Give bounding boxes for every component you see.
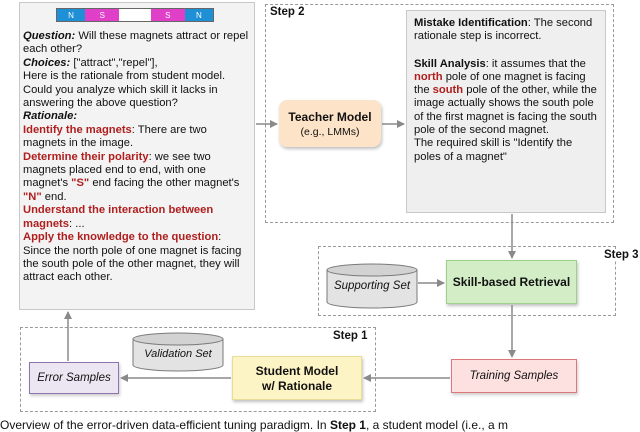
rationale-step-2-head: Determine their polarity — [23, 150, 149, 163]
magnet-2-north: N — [184, 9, 213, 21]
rationale-step-3-text: : ... — [69, 217, 85, 230]
step1-label: Step 1 — [333, 330, 368, 342]
choices-text: ["attract","repel"], — [70, 56, 158, 69]
supporting-set-cylinder — [326, 263, 418, 309]
question-text-block: Question: Will these magnets attract or … — [23, 30, 249, 284]
question-label: Question: — [23, 30, 76, 42]
student-model-node: Student Model w/ Rationale — [232, 356, 362, 400]
skill-analysis: Skill Analysis: it assumes that the nort… — [414, 57, 597, 137]
teacher-model-title: Teacher Model — [288, 109, 372, 124]
choices-label: Choices: — [23, 56, 71, 69]
north-word: north — [414, 70, 443, 83]
required-skill: The required skill is "Identify the pole… — [414, 137, 573, 163]
step3-region — [318, 246, 616, 316]
rationale-step-3-head: Understand the interaction between magne… — [23, 204, 214, 230]
magnet-1-north: N — [57, 9, 86, 21]
magnet-image: N S S N — [56, 8, 214, 22]
supporting-set-label: Supporting Set — [333, 280, 411, 292]
rationale-step-4-head: Apply the knowledge to the question — [23, 231, 219, 244]
step2-label: Step 2 — [270, 6, 305, 18]
error-samples-node: Error Samples — [29, 362, 119, 394]
training-samples-node: Training Samples — [451, 359, 577, 393]
rationale-step-1-head: Identify the magnets — [23, 123, 132, 136]
validation-set-cylinder — [132, 332, 224, 372]
validation-set-label: Validation Set — [144, 348, 212, 360]
question-text: Will these magnets attract or repel each… — [23, 30, 249, 56]
magnet-gap — [119, 9, 151, 21]
pole-n-label: "N" — [23, 190, 42, 203]
rationale-step-1-text: : There are two magnets in the image. — [23, 123, 207, 150]
magnet-2-south: S — [150, 9, 185, 21]
figure-caption: Overview of the error-driven data-effici… — [0, 418, 509, 432]
rationale-step-4-text: : Since the north pole of one magnet is … — [23, 231, 242, 284]
teacher-model-subtitle: (e.g., LMMs) — [300, 125, 360, 138]
teacher-model-node: Teacher Model (e.g., LMMs) — [279, 100, 381, 147]
step3-label: Step 3 — [603, 249, 640, 261]
mistake-identification: Mistake Identification: The second ratio… — [414, 17, 593, 43]
step2-region — [265, 4, 614, 223]
pole-s-label: "S" — [71, 177, 90, 190]
magnet-1-south: S — [85, 9, 120, 21]
skill-retrieval-node: Skill-based Retrieval — [446, 260, 577, 304]
question-panel — [19, 2, 255, 310]
step1-region — [20, 327, 376, 412]
rationale-label: Rationale: — [23, 110, 78, 123]
south-word: south — [432, 84, 464, 97]
prompt-text: Here is the rationale from student model… — [23, 70, 226, 110]
analysis-panel — [406, 10, 606, 213]
analysis-text-block: Mistake Identification: The second ratio… — [414, 17, 602, 164]
